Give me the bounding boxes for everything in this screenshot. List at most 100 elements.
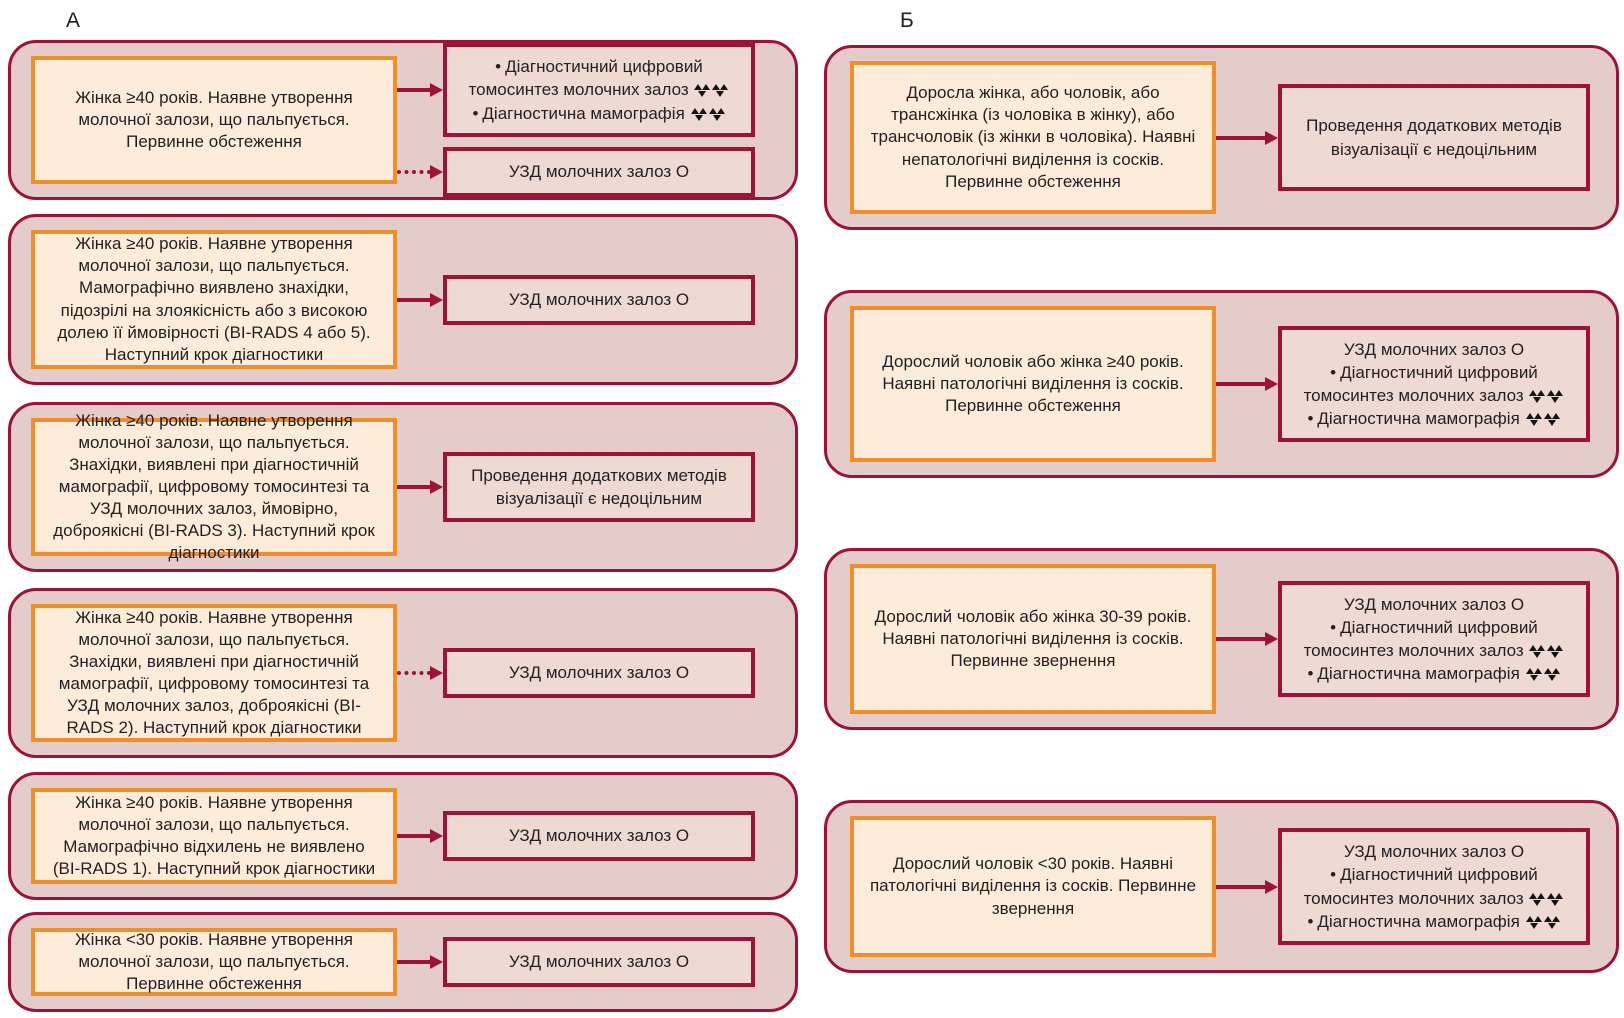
guideline-panel: Жінка ≥40 років. Наявне утворення молочн…: [8, 588, 798, 758]
radiation-blade: [1529, 645, 1538, 651]
radiation-blade: [716, 107, 725, 114]
recommendation-text: УЗД молочних залоз О: [508, 162, 690, 182]
patient-case-text: Дорослий чоловік або жінка ≥40 років. На…: [882, 351, 1184, 416]
solid-arrow-icon: [397, 480, 443, 494]
guideline-panel: Доросла жінка, або чоловік, або трансжін…: [824, 45, 1619, 230]
radiation-blade: [1537, 892, 1546, 899]
recommendation-text: УЗД молочних залоз О: [508, 826, 690, 846]
result-row: УЗД молочних залоз О: [397, 648, 755, 698]
patient-case-text: Дорослий чоловік або жінка 30-39 років. …: [874, 606, 1192, 671]
radiation-blade: [698, 91, 707, 98]
results-stack: Проведення додаткових методів візуалізац…: [1216, 84, 1590, 191]
radiation-blade: [1525, 668, 1534, 675]
recommendation-text: Проведення додаткових методів візуалізац…: [471, 465, 727, 508]
recommendation-line: •Діагностичний цифровий томосинтез молоч…: [1294, 361, 1574, 407]
arrow-head: [430, 829, 443, 843]
solid-arrow-icon: [1216, 632, 1278, 646]
radiation-icon: [1529, 892, 1546, 906]
solid-arrow-icon: [1216, 377, 1278, 391]
arrow-head: [430, 82, 443, 97]
patient-case-box: Дорослий чоловік або жінка 30-39 років. …: [850, 564, 1216, 714]
guideline-panel: Жінка ≥40 років. Наявне утворення молочн…: [8, 40, 798, 200]
recommendation-line: •Діагностичний цифровий томосинтез молоч…: [1294, 863, 1574, 909]
radiation-blade: [1529, 675, 1538, 682]
radiation-icon: [712, 84, 729, 98]
radiation-blade: [1529, 420, 1538, 427]
radiation-icon: [1547, 645, 1564, 658]
bullet-icon: •: [495, 57, 502, 77]
dotted-arrow-icon: [397, 666, 443, 680]
patient-case-box: Жінка ≥40 років. Наявне утворення молочн…: [31, 604, 397, 742]
arrow-line: [397, 87, 431, 92]
radiation-icon: [1543, 668, 1560, 682]
arrow-line: [397, 485, 431, 489]
recommendation-line: УЗД молочних залоз О: [1294, 593, 1574, 616]
radiation-blade: [1533, 397, 1542, 403]
recommendation-line: УЗД молочних залоз О: [459, 160, 739, 183]
radiation-blade: [1543, 915, 1552, 922]
results-stack: УЗД молочних залоз О: [397, 937, 755, 987]
results-stack: Проведення додаткових методів візуалізац…: [397, 451, 755, 523]
recommendation-text: УЗД молочних залоз О: [508, 289, 690, 309]
radiation-blade: [694, 114, 703, 121]
arrow-line: [1216, 382, 1266, 386]
radiation-blade: [1533, 915, 1542, 922]
guideline-panel: Жінка ≥40 років. Наявне утворення молочн…: [8, 772, 798, 900]
arrow-line: [397, 960, 431, 964]
radiation-blade: [698, 107, 707, 114]
column-label-b: Б: [900, 9, 914, 32]
arrow-line: [397, 834, 431, 838]
recommendation-box: УЗД молочних залоз О•Діагностичний цифро…: [1278, 325, 1590, 443]
radiation-blade: [1533, 652, 1542, 658]
arrow-line: [1216, 884, 1266, 889]
radiation-icon: [1525, 915, 1542, 929]
arrow-head: [430, 292, 443, 307]
recommendation-line: •Діагностична мамографія: [1294, 407, 1574, 430]
recommendation-box: УЗД молочних залоз О: [443, 937, 755, 987]
recommendation-text: УЗД молочних залоз О: [1343, 339, 1525, 359]
recommendation-box: УЗД молочних залоз О•Діагностичний цифро…: [1278, 828, 1590, 945]
bullet-icon: •: [1330, 362, 1337, 382]
patient-case-box: Жінка ≥40 років. Наявне утворення молочн…: [31, 411, 397, 562]
radiation-blade: [1551, 668, 1560, 675]
bullet-icon: •: [1330, 617, 1337, 637]
patient-case-box: Жінка ≥40 років. Наявне утворення молочн…: [31, 56, 397, 184]
arrow-head: [430, 955, 443, 969]
recommendation-line: УЗД молочних залоз О: [1294, 840, 1574, 863]
recommendation-box: Проведення додаткових методів візуалізац…: [443, 451, 755, 523]
recommendation-line: УЗД молочних залоз О: [459, 824, 739, 847]
solid-arrow-icon: [1216, 130, 1278, 145]
arrow-line: [397, 671, 431, 675]
radiation-blade: [1551, 915, 1560, 922]
radiation-blade: [712, 114, 721, 121]
radiation-blade: [1533, 899, 1542, 906]
radiation-blade: [702, 84, 711, 91]
radiation-icon: [1547, 892, 1564, 906]
recommendation-text: УЗД молочних залоз О: [1343, 594, 1525, 614]
recommendation-line: •Діагностичний цифровий томосинтез молоч…: [1294, 616, 1574, 662]
patient-case-box: Жінка ≥40 років. Наявне утворення молочн…: [31, 788, 397, 884]
radiation-blade: [708, 107, 717, 114]
results-stack: УЗД молочних залоз О•Діагностичний цифро…: [1216, 325, 1590, 443]
result-row: Проведення додаткових методів візуалізац…: [397, 451, 755, 523]
guideline-panel: Жінка ≥40 років. Наявне утворення молочн…: [8, 214, 798, 385]
radiation-blade: [1547, 390, 1556, 396]
arrow-line: [1216, 637, 1266, 641]
patient-case-box: Дорослий чоловік <30 років. Наявні патол…: [850, 816, 1216, 957]
radiation-blade: [1551, 899, 1560, 906]
bullet-icon: •: [472, 103, 479, 123]
column-label-a: А: [66, 9, 81, 32]
arrow-head: [1265, 130, 1278, 145]
radiation-icon: [1529, 645, 1546, 658]
radiation-blade: [1537, 645, 1546, 651]
radiation-blade: [1529, 892, 1538, 899]
radiation-icon: [1543, 915, 1560, 929]
bullet-icon: •: [1330, 865, 1337, 885]
radiation-blade: [712, 84, 721, 91]
recommendation-box: УЗД молочних залоз О: [443, 811, 755, 861]
recommendation-text: Діагностична мамографія: [1317, 664, 1520, 684]
recommendation-line: •Діагностична мамографія: [1294, 910, 1574, 933]
patient-case-text: Жінка <30 років. Наявне утворення молочн…: [74, 929, 354, 994]
recommendation-text: УЗД молочних залоз О: [1343, 842, 1525, 862]
arrow-head: [430, 666, 443, 680]
